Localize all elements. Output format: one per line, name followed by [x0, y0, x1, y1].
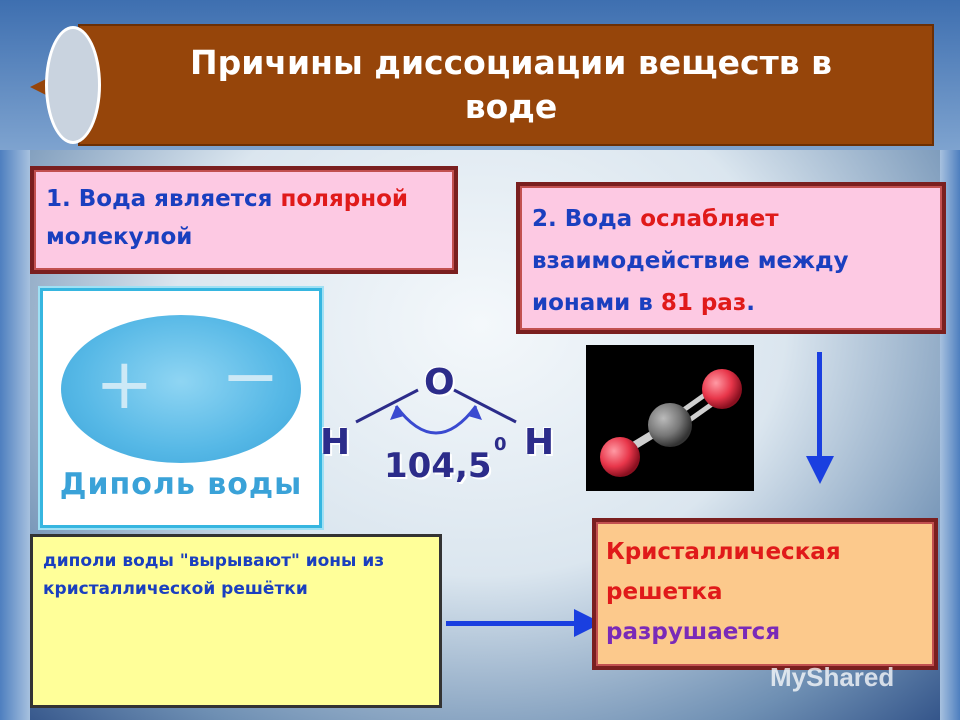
bond-left: [355, 388, 419, 424]
result-line-3: разрушается: [606, 619, 781, 645]
point-2-middle: взаимодействие между ионами в: [532, 248, 849, 316]
point-2-box: 2. Вода ослабляет взаимодействие между и…: [516, 182, 946, 334]
watermark-logo: MyShared: [770, 662, 895, 692]
point-1-box: 1. Вода является полярной молекулой: [30, 166, 458, 274]
arrow-right-icon: [446, 621, 576, 626]
molecule-bonds: [355, 388, 517, 435]
result-line-1: Кристаллическая: [606, 539, 841, 565]
result-box: Кристаллическая решетка разрушается: [592, 518, 938, 670]
dipoles-text-box: диполи воды "вырывают" ионы из кристалли…: [30, 534, 442, 708]
point-1-prefix: 1. Вода является: [46, 186, 281, 212]
point-2-prefix: 2. Вода: [532, 206, 641, 232]
dipole-ellipse: + −: [61, 315, 301, 463]
bond-right: [453, 388, 517, 424]
molecule-model-svg: [600, 369, 742, 477]
oxygen-atom: O: [424, 362, 455, 403]
point-2-suffix: .: [746, 290, 755, 316]
plus-sign-icon: +: [95, 343, 154, 425]
water-molecule-diagram: O H H 104,5 0: [318, 360, 554, 500]
minus-sign-icon: −: [221, 335, 280, 417]
arrow-down-head-icon: [806, 456, 834, 484]
arrow-down-icon: [817, 352, 822, 462]
dipole-image: + − Диполь воды: [40, 288, 322, 528]
result-line-2: решетка: [606, 579, 723, 605]
dipoles-text: диполи воды "вырывают" ионы из кристалли…: [43, 551, 385, 599]
slide-background-left: [0, 150, 30, 720]
hydrogen-atom-right: H: [524, 422, 555, 463]
point-2-highlight-1: ослабляет: [640, 206, 779, 232]
degree-sign: 0: [494, 434, 507, 455]
arc-arrowhead-left-icon: [390, 406, 404, 420]
dipole-caption: Диполь воды: [59, 467, 303, 502]
title-banner: Причины диссоциации веществ в воде: [78, 24, 934, 146]
arc-arrowhead-right-icon: [468, 406, 482, 420]
point-2-highlight-2: 81 раз: [660, 290, 747, 316]
angle-arc: [394, 405, 478, 435]
point-1-suffix: молекулой: [46, 224, 193, 250]
model-atom-right: [702, 369, 742, 409]
model-atom-left: [600, 437, 640, 477]
bond-angle-value: 104,5: [384, 446, 492, 486]
point-1-highlight: полярной: [280, 186, 409, 212]
page-title: Причины диссоциации веществ в воде: [190, 43, 832, 126]
title-oval-decoration: [45, 26, 101, 144]
model-atom-center: [648, 403, 692, 447]
molecule-model-image: [586, 345, 754, 491]
hydrogen-atom-left: H: [320, 422, 351, 463]
